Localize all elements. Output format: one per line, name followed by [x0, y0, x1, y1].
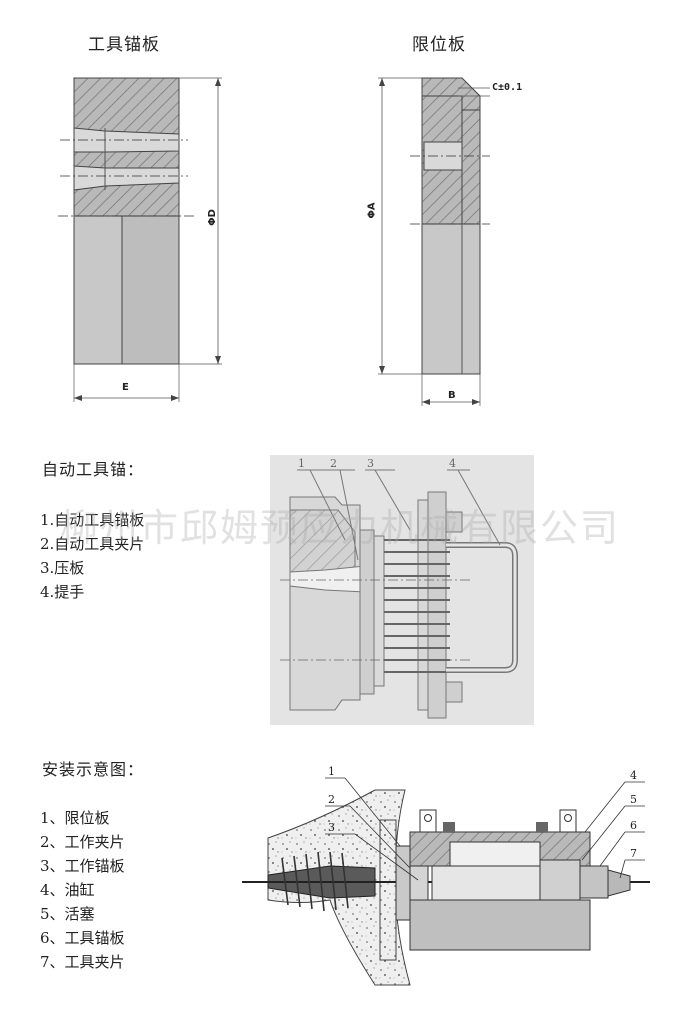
callout-number: 3 — [328, 821, 335, 834]
callout-number: 4 — [449, 457, 456, 470]
callout-number: 6 — [630, 819, 637, 832]
installation-diagram — [242, 777, 650, 986]
auto-tool-anchor-parts-list: 1.自动工具锚板 2.自动工具夹片 3.压板 4.提手 — [40, 508, 144, 604]
list-item: 7、工具夹片 — [40, 953, 125, 971]
dimension-c-tolerance: C±0.1 — [492, 82, 523, 93]
limit-plate-drawing — [378, 77, 490, 406]
callout-number: 2 — [330, 457, 337, 470]
list-item: 6、工具锚板 — [40, 929, 125, 947]
list-item: 2.自动工具夹片 — [40, 535, 145, 553]
auto-tool-anchor-heading: 自动工具锚： — [42, 460, 145, 479]
tool-anchor-plate-drawing — [58, 77, 222, 402]
list-item: 2、工作夹片 — [40, 833, 125, 851]
callout-number: 7 — [630, 847, 637, 860]
auto-tool-anchor-drawing — [270, 455, 534, 725]
callout-number: 5 — [630, 793, 637, 806]
list-item: 1、限位板 — [40, 809, 110, 827]
dimension-phi-d: ΦD — [206, 209, 218, 226]
callout-number: 4 — [630, 769, 637, 782]
dimension-phi-a: ΦA — [366, 202, 378, 219]
installation-diagram-heading: 安装示意图： — [42, 760, 145, 779]
dimension-e: E — [122, 382, 129, 393]
list-item: 4、油缸 — [40, 881, 95, 899]
limit-plate-title: 限位板 — [412, 35, 466, 55]
list-item: 4.提手 — [40, 583, 85, 601]
installation-parts-list: 1、限位板 2、工作夹片 3、工作锚板 4、油缸 5、活塞 6、工具锚板 7、工… — [40, 806, 125, 974]
list-item: 3、工作锚板 — [40, 857, 125, 875]
callout-number: 3 — [367, 457, 374, 470]
dimension-b: B — [448, 390, 456, 401]
company-watermark: 柳州市邱姆预应力机械有限公司 — [60, 506, 621, 550]
list-item: 1.自动工具锚板 — [40, 511, 145, 529]
callout-number: 2 — [328, 793, 335, 806]
callout-number: 1 — [328, 765, 335, 778]
list-item: 3.压板 — [40, 559, 85, 577]
callout-number: 1 — [298, 457, 305, 470]
tool-anchor-plate-title: 工具锚板 — [88, 35, 160, 55]
list-item: 5、活塞 — [40, 905, 95, 923]
